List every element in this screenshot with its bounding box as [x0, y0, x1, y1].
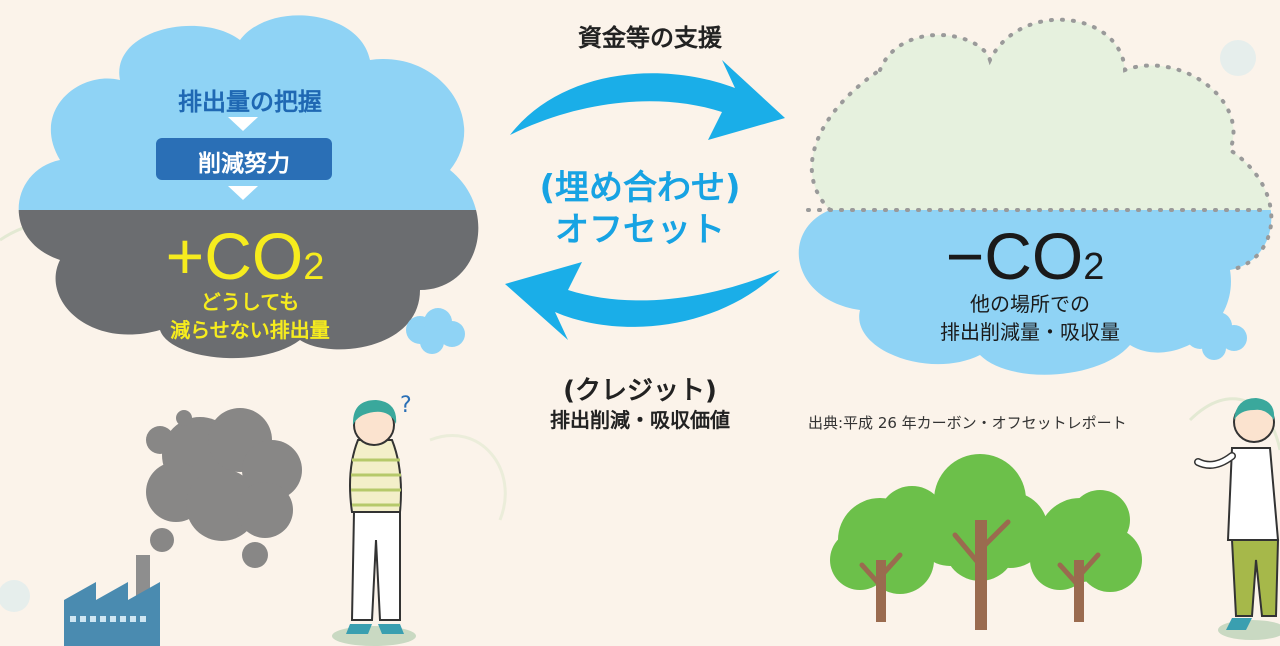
step-arrow-1	[228, 117, 258, 131]
thinking-person-icon: ?	[332, 393, 416, 646]
arrow-to-left	[505, 262, 780, 340]
top-arrow-label: 資金等の支援	[578, 24, 722, 52]
unavoidable-emissions-line1: どうしても	[200, 290, 300, 314]
trees-icon	[830, 454, 1142, 630]
plus-co2-label: +CO2	[165, 219, 325, 293]
bottom-arrow-label-line2: 排出削減・吸収価値	[550, 408, 730, 432]
offset-label-line2: オフセット	[555, 210, 725, 250]
svg-text:?: ?	[400, 393, 412, 418]
bottom-arrow-label-line1: (クレジット)	[563, 376, 717, 406]
offsite-reduction-line1: 他の場所での	[970, 292, 1090, 316]
arrow-to-right	[510, 60, 785, 140]
factory-icon	[64, 555, 160, 646]
reduction-effort-label: 削減努力	[198, 151, 290, 177]
explaining-person-icon	[1194, 398, 1280, 640]
smoke-cloud	[146, 408, 302, 568]
source-citation: 出典:平成 26 年カーボン・オフセットレポート	[808, 414, 1127, 432]
emission-measurement-label: 排出量の把握	[178, 88, 322, 116]
unavoidable-emissions-line2: 減らせない排出量	[170, 318, 330, 342]
minus-co2-label: −CO2	[945, 219, 1105, 293]
small-cloud-left	[406, 308, 465, 354]
step-arrow-2	[228, 186, 258, 200]
offsite-reduction-line2: 排出削減量・吸収量	[940, 320, 1120, 344]
small-cloud-right	[1186, 312, 1247, 360]
reduction-effort-box	[156, 138, 332, 180]
offset-label-line1: (埋め合わせ)	[539, 168, 741, 208]
